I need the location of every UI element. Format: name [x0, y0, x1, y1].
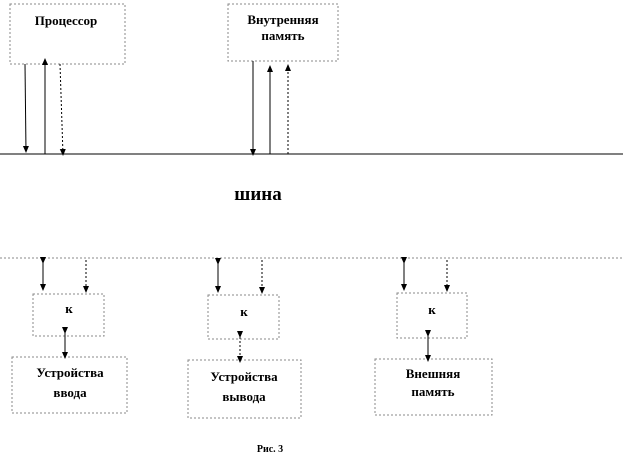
internal-memory-label-line1: Внутренняя — [247, 12, 318, 27]
internal-memory-box — [227, 3, 339, 62]
controller-output-label: к — [240, 304, 248, 319]
processor-dashed-down-arrow — [59, 63, 66, 156]
figure-caption: Рис. 3 — [257, 444, 283, 455]
controller-external-box — [396, 292, 468, 339]
output-devices-box — [187, 359, 302, 419]
controller-output-box — [207, 294, 280, 340]
processor-label: Процессор — [35, 13, 98, 28]
internal-memory-label-line2: память — [261, 28, 304, 43]
output-devices-label-line1: Устройства — [210, 369, 278, 384]
external-memory-box — [374, 358, 493, 416]
processor-down-arrow — [22, 63, 29, 153]
input-devices-label-line2: ввода — [53, 385, 87, 400]
processor-box — [9, 3, 126, 65]
controller-external-label: к — [428, 302, 436, 317]
external-memory-label-line1: Внешняя — [406, 366, 460, 381]
external-memory-label-line2: память — [411, 384, 454, 399]
controller-input-box — [32, 293, 105, 337]
controller-input-label: к — [65, 301, 73, 316]
input-devices-label-line1: Устройства — [36, 365, 104, 380]
input-devices-box — [11, 356, 128, 414]
bus-label: шина — [234, 184, 282, 205]
output-devices-label-line2: вывода — [222, 389, 266, 404]
